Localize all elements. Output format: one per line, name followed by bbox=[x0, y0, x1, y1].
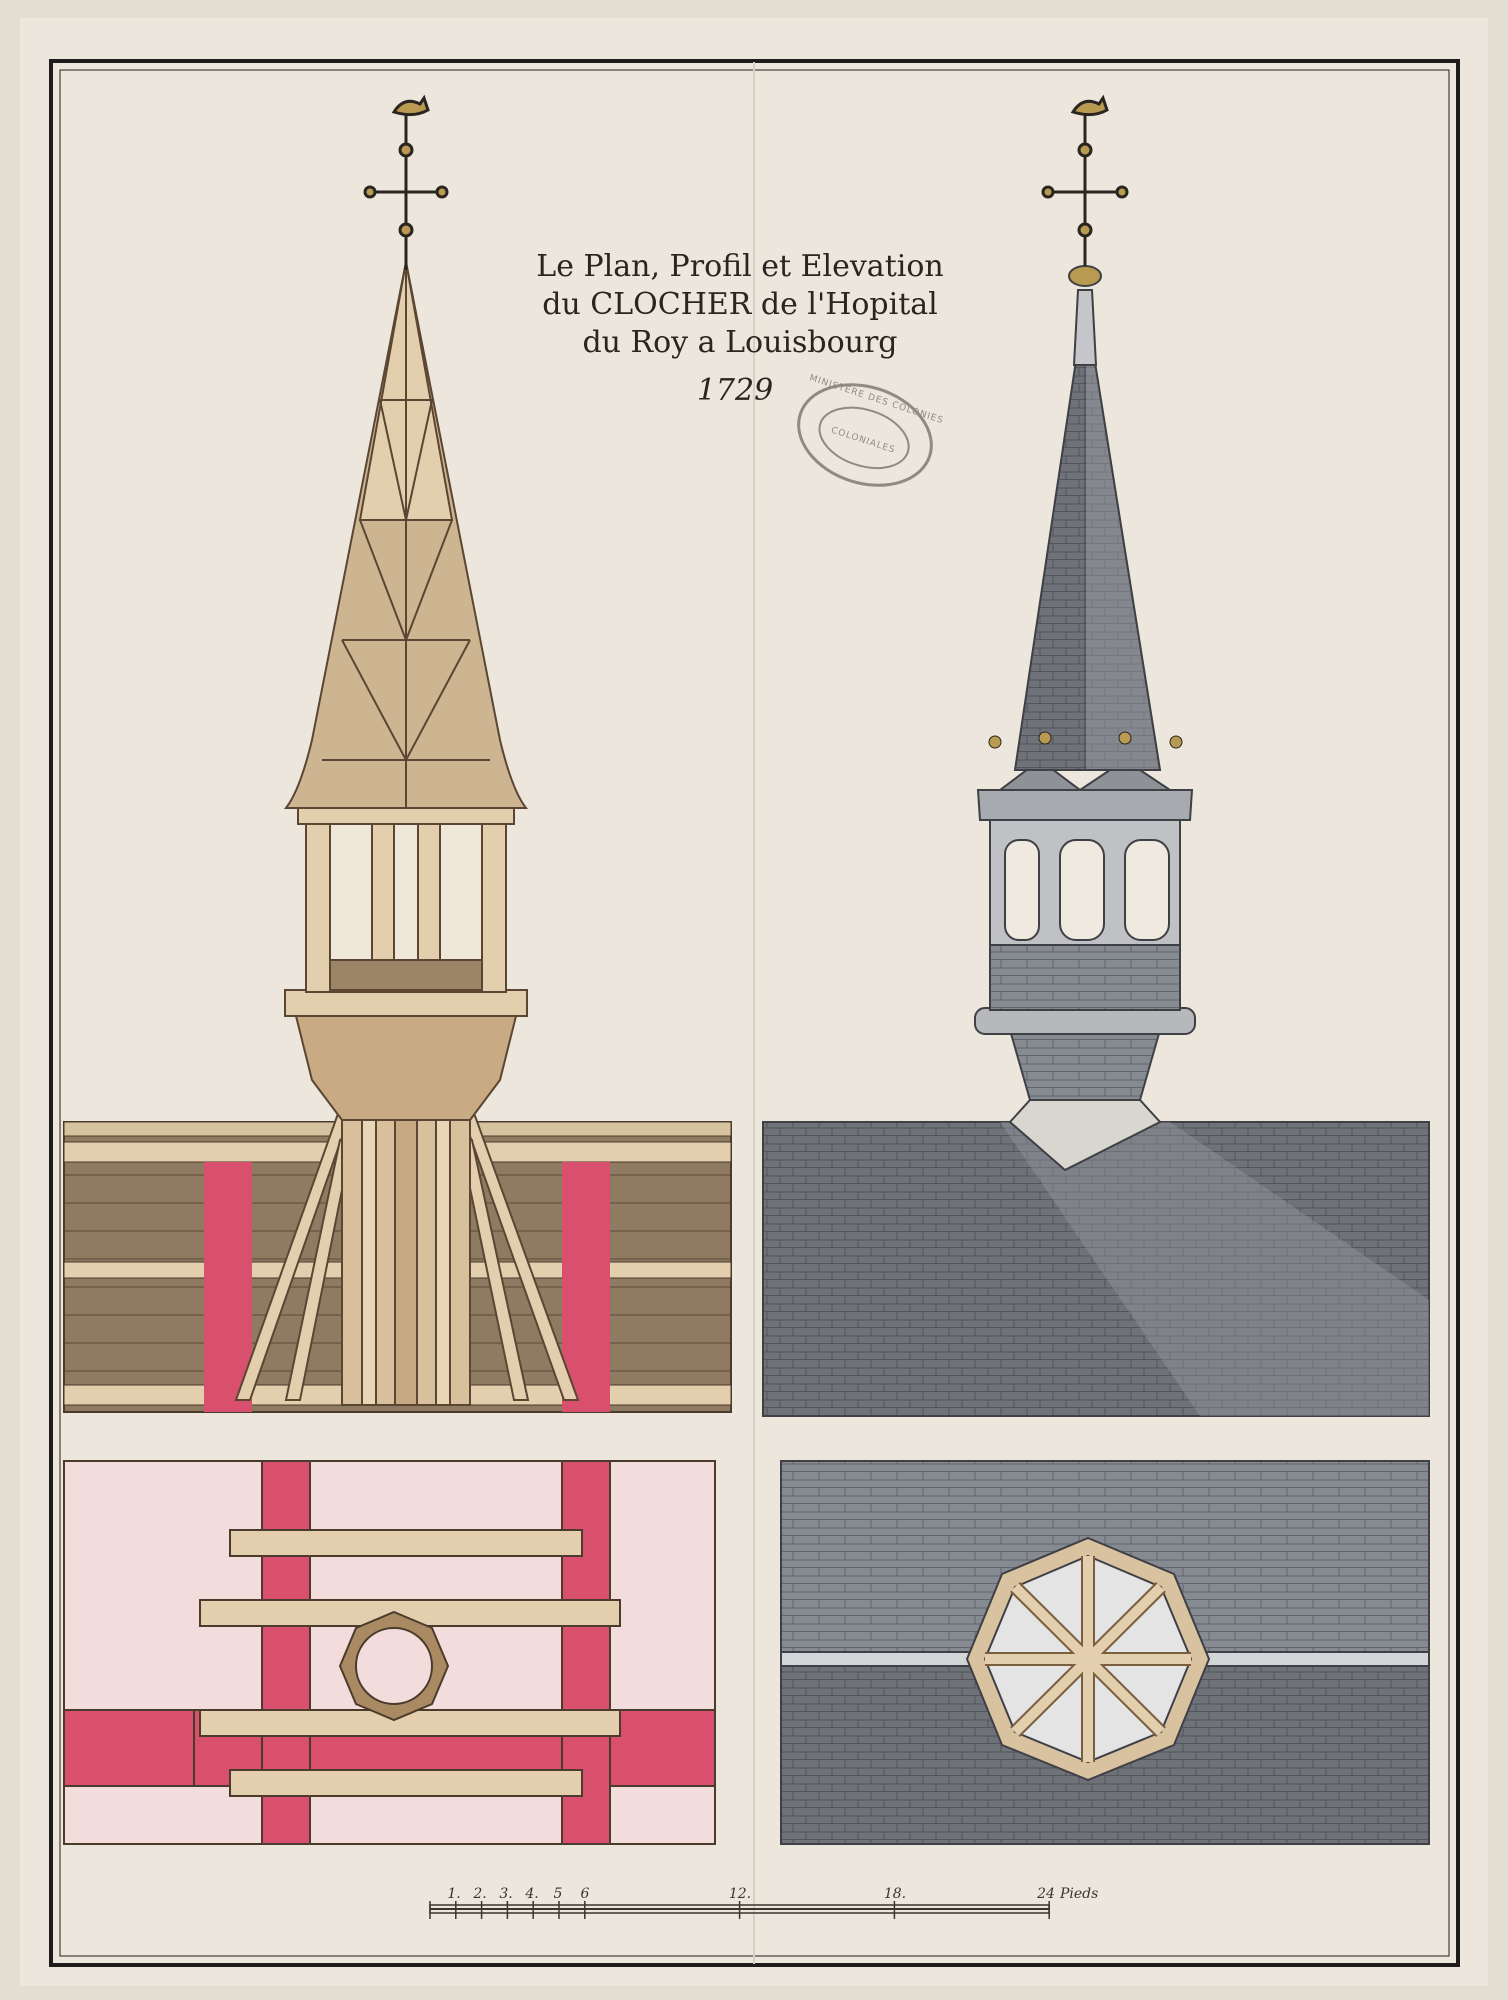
title-block: Le Plan, Profil et Elevation du CLOCHER … bbox=[536, 249, 943, 408]
scale-bar: 1. 2. 3. 4. 5 6 12. 18. 24 Pieds bbox=[429, 1886, 1098, 1919]
title-line-3: du Roy a Louisbourg bbox=[582, 325, 897, 360]
scale-tick-label: 4. bbox=[524, 1886, 538, 1902]
spire-timber-frame bbox=[234, 261, 580, 1406]
elevation-roof bbox=[762, 1121, 1430, 1417]
scale-tick-label: 3. bbox=[499, 1886, 512, 1902]
masonry-wall-left bbox=[204, 1162, 252, 1412]
title-line-1: Le Plan, Profil et Elevation bbox=[536, 249, 943, 284]
scale-unit-label: Pieds bbox=[1059, 1886, 1098, 1902]
scale-tick-label: 6 bbox=[581, 1886, 590, 1902]
rooster-icon bbox=[1070, 94, 1109, 117]
weathervane-left bbox=[363, 94, 449, 270]
masonry-wall-right bbox=[562, 1162, 610, 1412]
scale-tick-label: 5 bbox=[554, 1886, 563, 1902]
rooster-icon bbox=[391, 94, 430, 117]
floor-plan-right bbox=[780, 1460, 1430, 1845]
floor-plan-left bbox=[63, 1460, 716, 1845]
scale-tick-label: 2. bbox=[472, 1886, 486, 1902]
spire-slate-elevation bbox=[974, 265, 1196, 1172]
scale-tick-label: 18. bbox=[884, 1886, 906, 1902]
outer-border bbox=[49, 59, 1460, 1967]
finials bbox=[988, 731, 1183, 749]
weathervane-right bbox=[1041, 94, 1129, 266]
scale-tick-label: 24 bbox=[1036, 1886, 1055, 1902]
title-line-2: du CLOCHER de l'Hopital bbox=[542, 287, 938, 322]
scale-tick-label: 12. bbox=[729, 1886, 751, 1902]
title-year: 1729 bbox=[697, 373, 773, 408]
scale-tick-label: 1. bbox=[447, 1886, 460, 1902]
